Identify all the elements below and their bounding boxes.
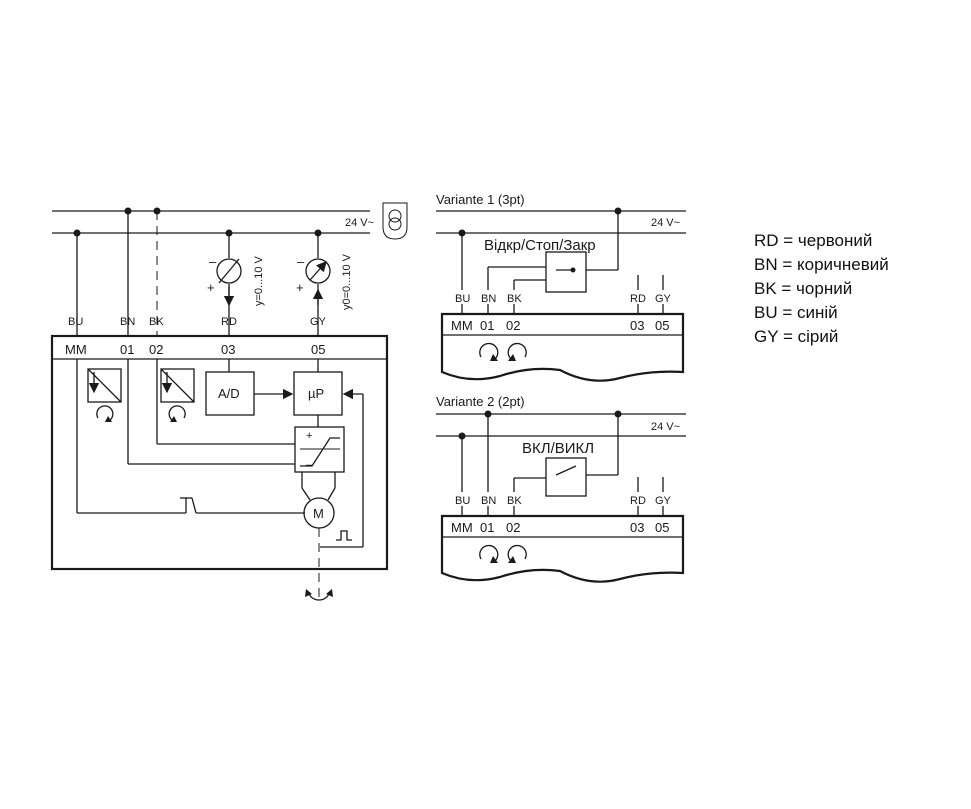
legend-rd: RD = червоний xyxy=(754,231,873,250)
v1-terminal-05: 05 xyxy=(655,318,669,333)
v2-terminal-mm: MM xyxy=(451,520,473,535)
main-diagram: 24 V~ – + y=0...10 V xyxy=(50,202,408,601)
y0-plus: + xyxy=(296,280,304,295)
v1-terminal-01: 01 xyxy=(480,318,494,333)
feedback-meter-icon xyxy=(305,258,331,284)
y-signal-label: y=0...10 V xyxy=(253,255,265,306)
wire-label-gy: GY xyxy=(310,316,327,328)
direction-switch-ccw-icon xyxy=(160,368,195,422)
v2-wire-gy: GY xyxy=(655,495,672,507)
actuator-box xyxy=(50,334,389,571)
v2-terminal-03: 03 xyxy=(630,520,644,535)
variant2-switch-box xyxy=(545,457,587,497)
ad-label: A/D xyxy=(218,386,240,401)
setpoint-meter-icon xyxy=(216,258,242,284)
variant1-rotation-icons xyxy=(479,342,527,361)
v2-terminal-05: 05 xyxy=(655,520,669,535)
wire-label-rd: RD xyxy=(221,316,237,328)
v1-wire-bk: BK xyxy=(507,293,522,305)
variant2-title: Variante 2 (2pt) xyxy=(436,394,525,409)
variant1-switch-label: Відкр/Стоп/Закр xyxy=(484,237,596,254)
wire-label-bk: BK xyxy=(149,316,164,328)
y-plus: + xyxy=(207,280,215,295)
legend-gy: GY = сірий xyxy=(754,327,839,346)
y-minus: – xyxy=(209,254,217,269)
driver-plus: + xyxy=(306,430,312,442)
v2-wire-rd: RD xyxy=(630,495,646,507)
legend-bu: BU = синій xyxy=(754,303,838,322)
wire-label-bn: BN xyxy=(120,316,135,328)
variant1-switch-box xyxy=(545,251,587,293)
direction-switch-cw-icon xyxy=(87,368,122,422)
v1-wire-bn: BN xyxy=(481,293,496,305)
terminal-03: 03 xyxy=(221,342,235,357)
wire-label-bu: BU xyxy=(68,316,83,328)
variant1-actuator xyxy=(440,312,685,382)
variant2-actuator xyxy=(440,514,685,583)
pulse-icon xyxy=(336,530,352,541)
v1-wire-rd: RD xyxy=(630,293,646,305)
color-legend: RD = червоний BN = коричневий BK = чорни… xyxy=(754,229,889,349)
variant1-title: Variante 1 (3pt) xyxy=(436,192,525,207)
terminal-05: 05 xyxy=(311,342,325,357)
v2-terminal-01: 01 xyxy=(480,520,494,535)
terminal-02: 02 xyxy=(149,342,163,357)
output-rotation-icon xyxy=(305,589,333,601)
v2-wire-bk: BK xyxy=(507,495,522,507)
variant2-rotation-icons xyxy=(479,544,527,563)
v1-wire-bu: BU xyxy=(455,293,470,305)
v1-terminal-03: 03 xyxy=(630,318,644,333)
variant1-diagram: Variante 1 (3pt) 24 V~ Відкр/Стоп/Закр B… xyxy=(436,192,686,382)
legend-bn: BN = коричневий xyxy=(754,255,889,274)
motor-driver-box xyxy=(294,426,345,473)
v2-wire-bu: BU xyxy=(455,495,470,507)
terminal-01: 01 xyxy=(120,342,134,357)
y0-minus: – xyxy=(297,254,305,269)
driver-minus: – xyxy=(306,459,313,471)
v1-terminal-02: 02 xyxy=(506,318,520,333)
v2-terminal-02: 02 xyxy=(506,520,520,535)
motor-label: M xyxy=(313,506,324,521)
variant2-switch-label: ВКЛ/ВИКЛ xyxy=(522,440,594,457)
variant1-voltage: 24 V~ xyxy=(651,217,680,229)
transformer-icon xyxy=(382,202,408,240)
supply-voltage-label: 24 V~ xyxy=(345,217,374,229)
v1-wire-gy: GY xyxy=(655,293,672,305)
variant2-diagram: Variante 2 (2pt) 24 V~ ВКЛ/ВИКЛ BU BN BK… xyxy=(436,394,686,583)
terminal-mm: MM xyxy=(65,342,87,357)
y0-signal-label: y0=0...10 V xyxy=(341,253,353,310)
v1-terminal-mm: MM xyxy=(451,318,473,333)
legend-bk: BK = чорний xyxy=(754,279,853,298)
up-label: µP xyxy=(308,386,324,401)
v2-wire-bn: BN xyxy=(481,495,496,507)
variant2-voltage: 24 V~ xyxy=(651,421,680,433)
